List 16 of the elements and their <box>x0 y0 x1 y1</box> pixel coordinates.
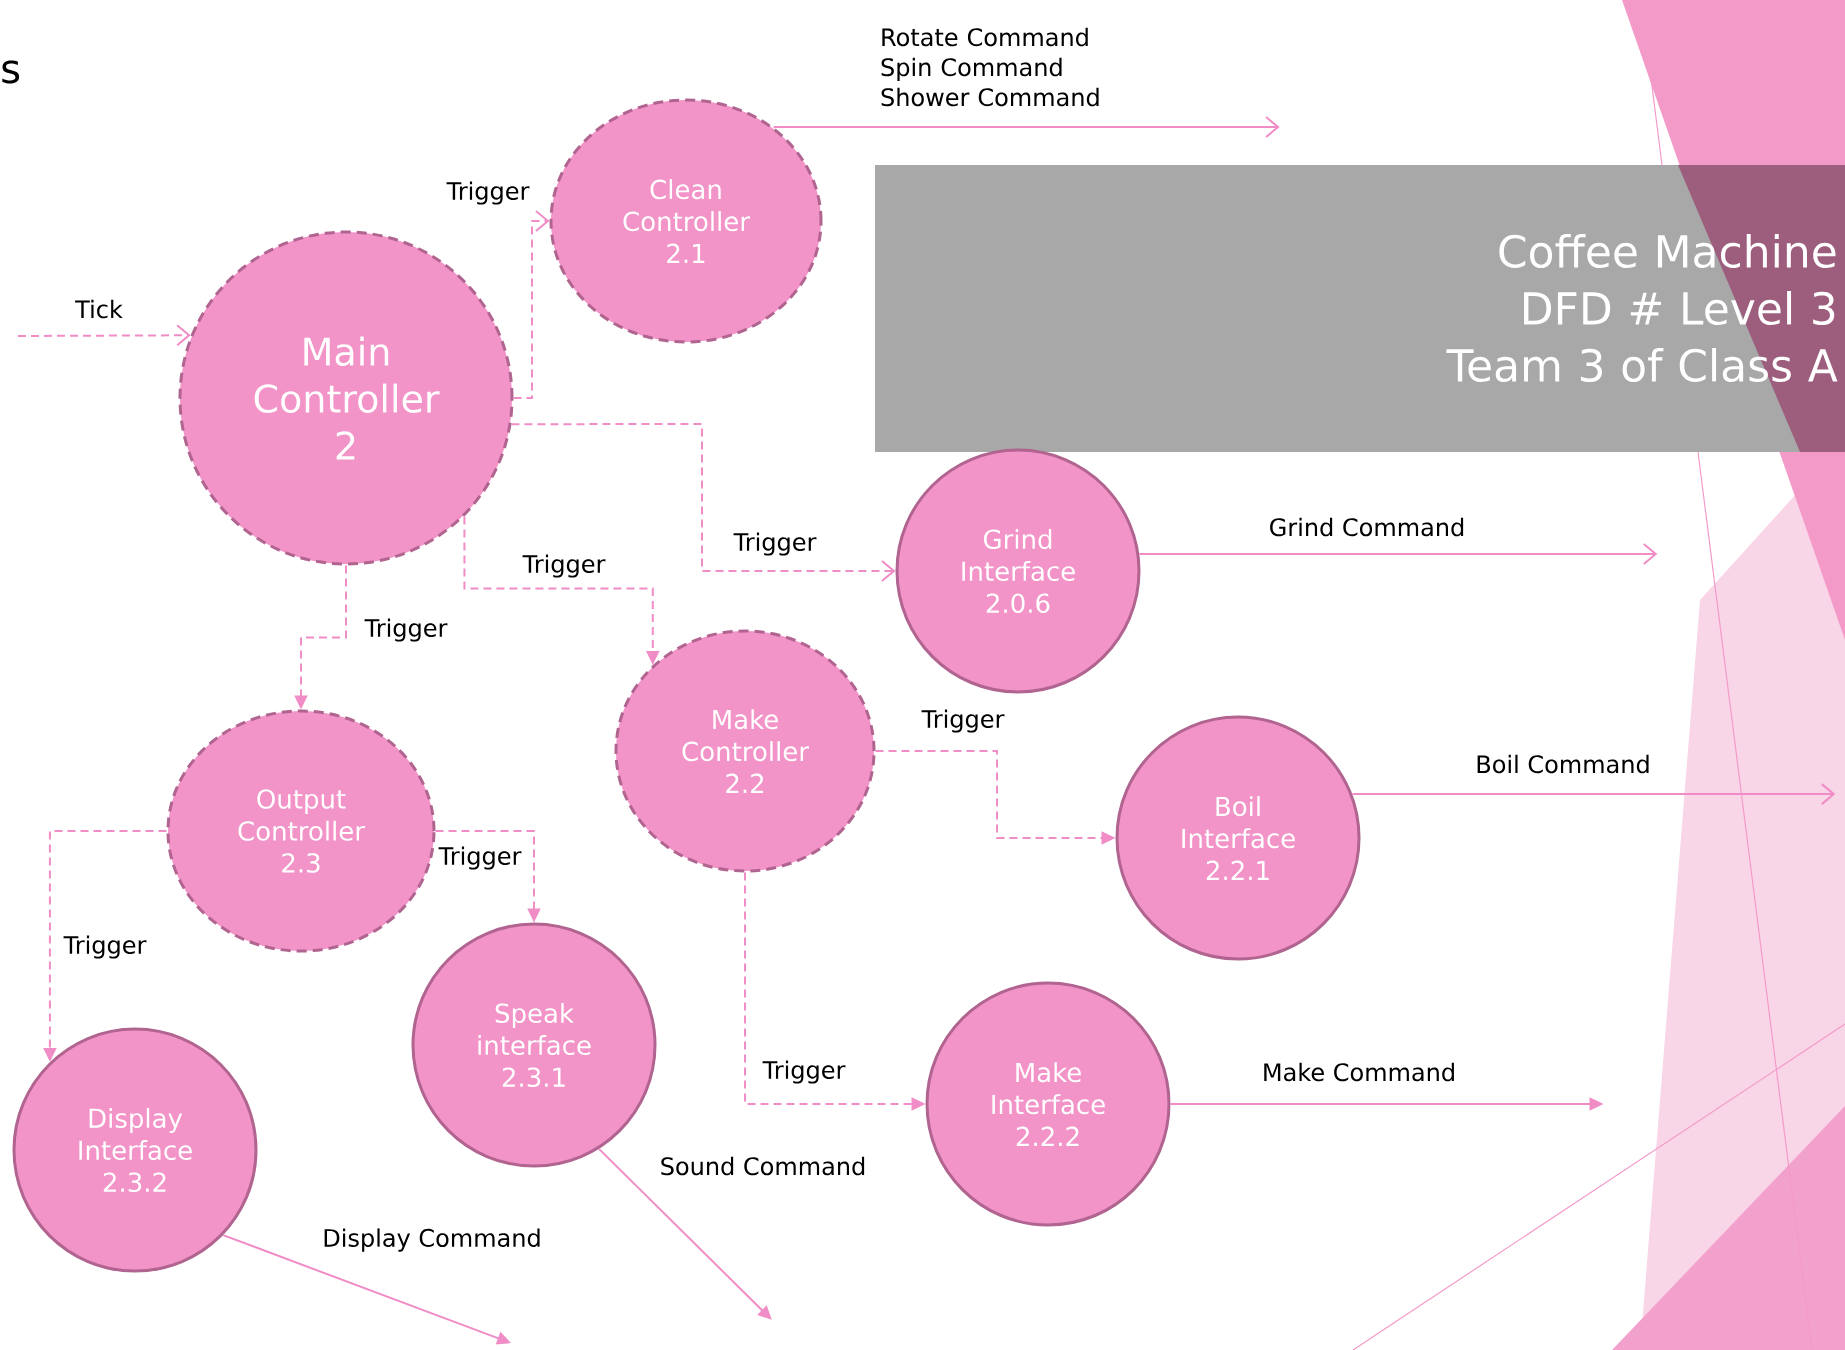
edge-label: Boil Command <box>1477 754 1649 774</box>
edge-label: Trigger <box>63 935 147 959</box>
edge-label: Trigger <box>438 846 522 870</box>
cut-off-text: s <box>2 60 20 84</box>
edge-label: Display Command <box>324 1228 540 1252</box>
edge-label: Grind Command <box>1270 517 1464 537</box>
edge-label: Sound Command <box>661 1156 865 1176</box>
edge-label: Tick <box>75 299 123 319</box>
edge-label: Trigger <box>522 554 606 578</box>
edge-label: Trigger <box>446 181 530 205</box>
edge-label: Make Command <box>1264 1062 1454 1082</box>
edge-label: Trigger <box>364 618 448 642</box>
edge-label: Trigger <box>921 709 1005 733</box>
edge-label: Rotate Command Spin Command Shower Command <box>881 27 1099 107</box>
edge-label: Trigger <box>733 532 817 556</box>
edge-label: Trigger <box>762 1060 846 1084</box>
